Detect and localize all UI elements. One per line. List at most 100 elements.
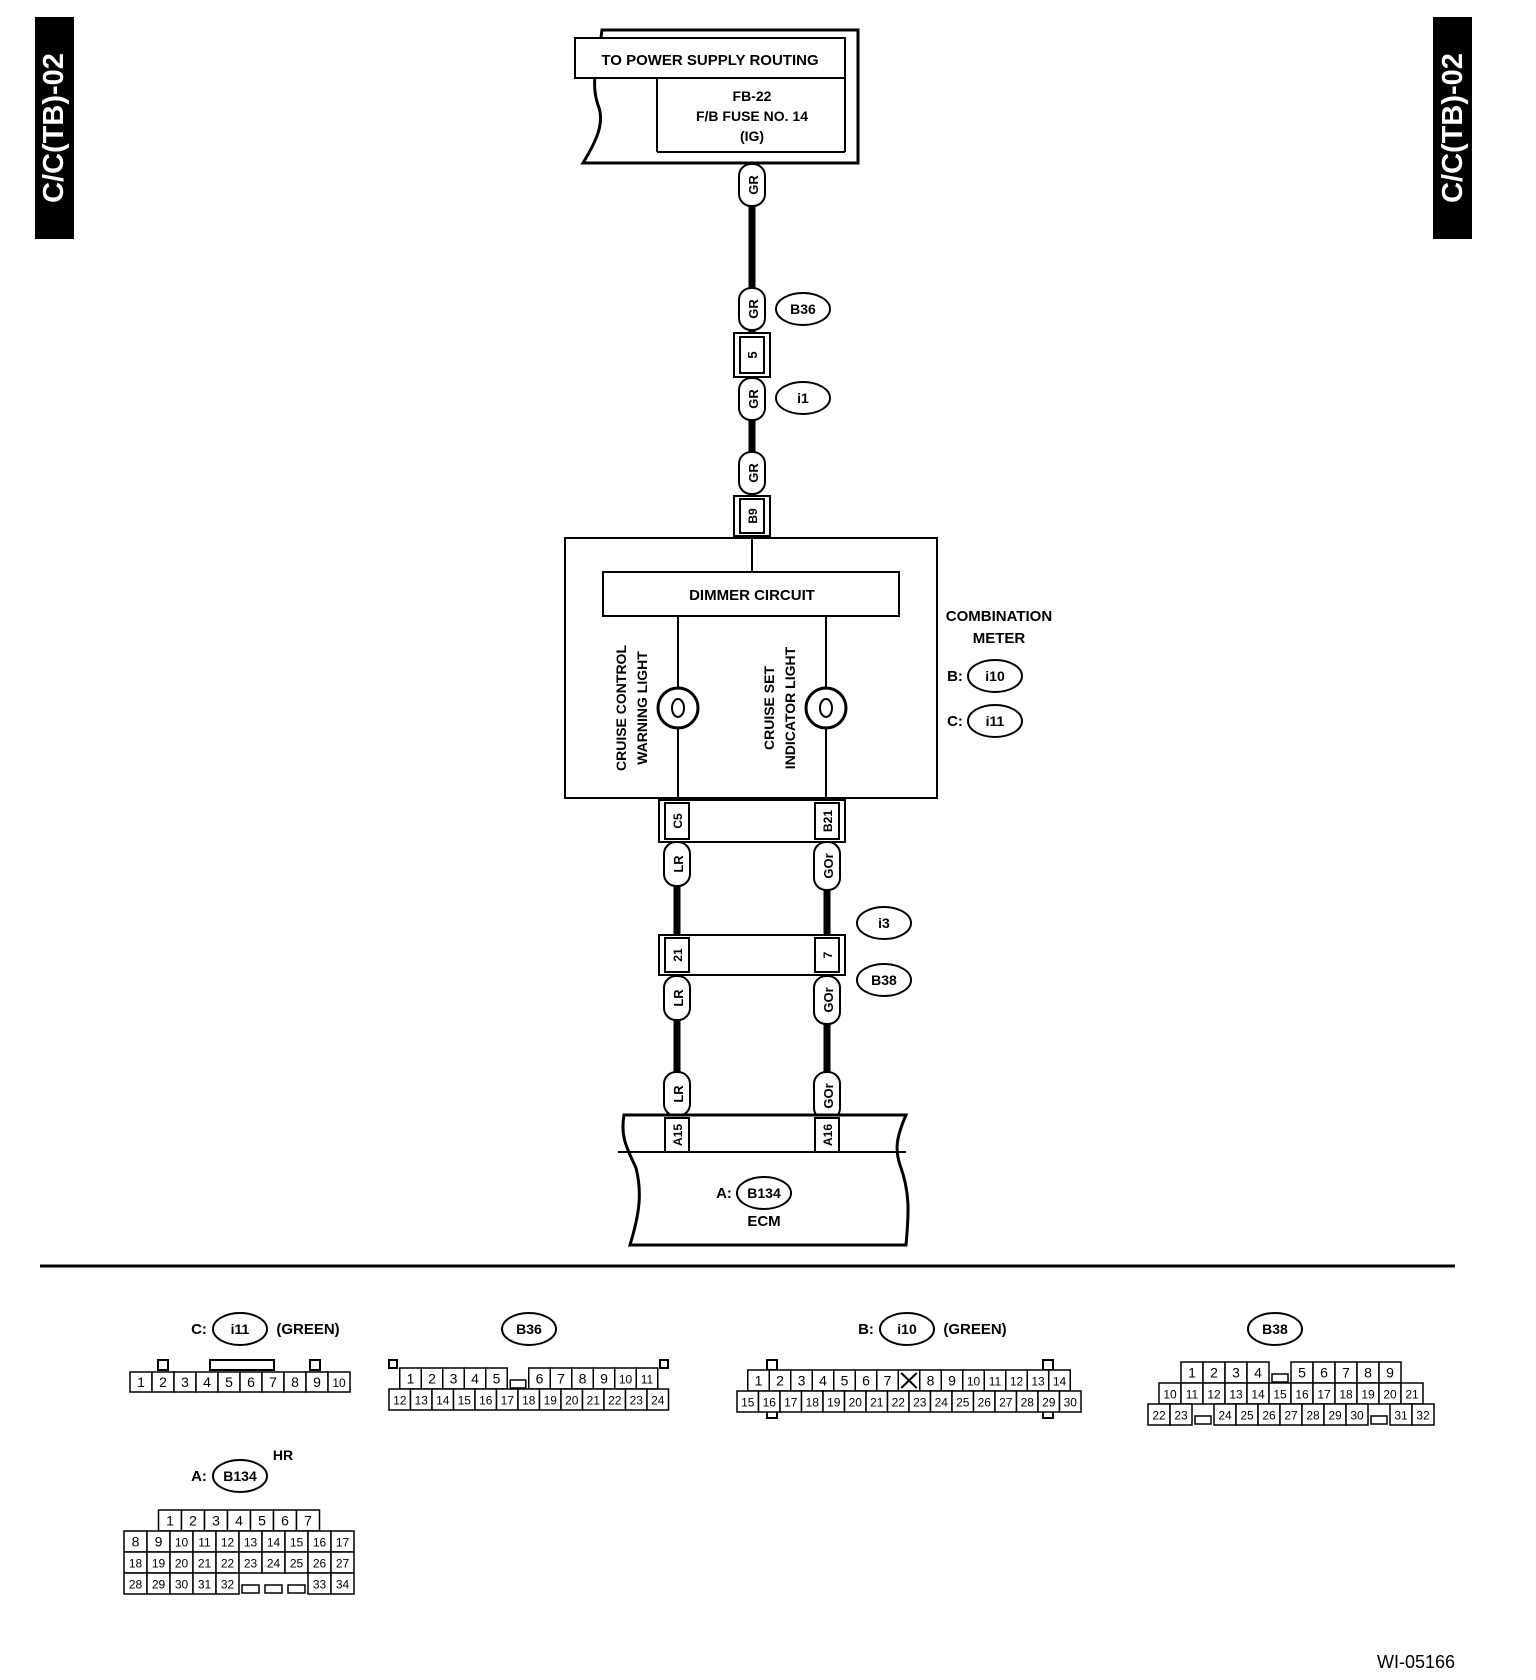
svg-text:A:: A: [191, 1468, 207, 1485]
connector-i3-label: i3 [856, 906, 912, 940]
pin-number: 22 [221, 1557, 235, 1571]
pin-number: 15 [290, 1536, 304, 1550]
pin-number: 8 [1364, 1365, 1372, 1381]
svg-text:COMBINATION: COMBINATION [946, 608, 1052, 625]
connector-b36-label: B36 [775, 292, 831, 326]
pin-number: 3 [450, 1371, 458, 1387]
power-supply-line2: F/B FUSE NO. 14 [696, 108, 808, 124]
pin-number: 22 [1152, 1409, 1166, 1423]
pin-number: 2 [189, 1513, 197, 1529]
svg-text:C5: C5 [671, 813, 685, 829]
pin-number: 11 [641, 1373, 654, 1387]
combination-meter: DIMMER CIRCUIT CRUISE CONTROL WARNING LI… [564, 537, 938, 799]
pin-number: 9 [313, 1374, 321, 1390]
pin-number: 5 [258, 1513, 266, 1529]
pin-gap [264, 1584, 283, 1594]
svg-text:LR: LR [671, 1085, 686, 1103]
pin-number: 4 [1254, 1365, 1262, 1381]
svg-text:GR: GR [746, 175, 761, 195]
pin-number: 32 [1416, 1409, 1430, 1423]
svg-text:LR: LR [671, 855, 686, 873]
pin-number: 29 [1328, 1409, 1342, 1423]
pin-number: 3 [1232, 1365, 1240, 1381]
svg-text:i3: i3 [878, 915, 890, 931]
pin-number: 13 [1031, 1375, 1045, 1389]
side-tab-left: C/C(TB)-02 [35, 17, 74, 239]
pin-number: 10 [967, 1375, 981, 1389]
pin-number: 4 [819, 1373, 827, 1389]
connector-b38-label: B38 [856, 963, 912, 997]
pin-number: 18 [806, 1396, 820, 1410]
wire-color-lr-1: LR [663, 841, 691, 887]
wire-color-lr-3: LR [663, 1071, 691, 1117]
pin-cell [327, 1371, 351, 1393]
pin-number: 8 [291, 1374, 299, 1390]
svg-text:A16: A16 [821, 1124, 835, 1146]
pin-number: 14 [436, 1394, 450, 1408]
svg-text:(GREEN): (GREEN) [276, 1321, 339, 1338]
pin-number: 23 [1174, 1409, 1188, 1423]
pin-number: 9 [948, 1373, 956, 1389]
svg-text:GOr: GOr [821, 853, 836, 878]
pin-number: 4 [471, 1371, 479, 1387]
pin-number: 13 [1229, 1388, 1243, 1402]
svg-text:B36: B36 [790, 301, 816, 317]
pin-number: 2 [428, 1371, 436, 1387]
side-tab-right: C/C(TB)-02 [1433, 17, 1472, 239]
pin-number: 17 [1317, 1388, 1331, 1402]
pin-number: 9 [1386, 1365, 1394, 1381]
ecm-label: ECM [747, 1213, 780, 1230]
pin-number: 1 [407, 1371, 415, 1387]
pin-cell [330, 1572, 355, 1595]
svg-text:C:: C: [191, 1321, 207, 1338]
view-b36-header: B36 [501, 1312, 557, 1346]
pin-number: 9 [155, 1534, 163, 1550]
pin-number: 14 [1053, 1375, 1067, 1389]
pin-number: 18 [129, 1557, 143, 1571]
pin-cell [1411, 1403, 1435, 1426]
wire-color-gr-4: GR [738, 451, 766, 495]
wire-color-gr-2: GR [738, 287, 766, 331]
pin-number: 24 [267, 1557, 281, 1571]
pin-number: 2 [159, 1374, 167, 1390]
pin-number: 28 [1306, 1409, 1320, 1423]
wire-color-gor-1: GOr [813, 841, 841, 891]
svg-text:B21: B21 [821, 810, 835, 832]
pin-number: 25 [290, 1557, 304, 1571]
figure-id: WI-05166 [1377, 1652, 1455, 1672]
pin-number: 8 [132, 1534, 140, 1550]
pin-gap [287, 1584, 306, 1594]
svg-text:i10: i10 [985, 668, 1005, 684]
pin-gap [1194, 1415, 1212, 1425]
pin-number: 27 [336, 1557, 350, 1571]
connector-b36-i1-pin: 5 [733, 332, 771, 378]
pin-gap [1370, 1415, 1388, 1425]
connector-i1-label: i1 [775, 381, 831, 415]
pin-cell [646, 1388, 670, 1411]
pin-number: 1 [137, 1374, 145, 1390]
pin-cell [1345, 1403, 1369, 1426]
dimmer-circuit-label: DIMMER CIRCUIT [689, 587, 815, 604]
pin-number: 11 [989, 1375, 1002, 1389]
pin-number: 13 [415, 1394, 429, 1408]
pin-number: 23 [630, 1394, 644, 1408]
pin-number: 6 [281, 1513, 289, 1529]
pin-number: 22 [892, 1396, 906, 1410]
svg-text:GOr: GOr [821, 1083, 836, 1108]
svg-text:B134: B134 [747, 1185, 781, 1201]
pin-number: 5 [1298, 1365, 1306, 1381]
svg-text:5: 5 [745, 351, 760, 358]
pin-number: 21 [587, 1394, 601, 1408]
meter-bottom-connector: C5 B21 [658, 799, 846, 843]
pin-number: 1 [166, 1513, 174, 1529]
pin-number: 18 [522, 1394, 536, 1408]
pin-number: 12 [1010, 1375, 1024, 1389]
pin-number: 29 [152, 1578, 166, 1592]
svg-text:GR: GR [746, 299, 761, 319]
pin-cell [215, 1572, 240, 1595]
pin-number: 17 [336, 1536, 350, 1550]
pin-number: 26 [313, 1557, 327, 1571]
